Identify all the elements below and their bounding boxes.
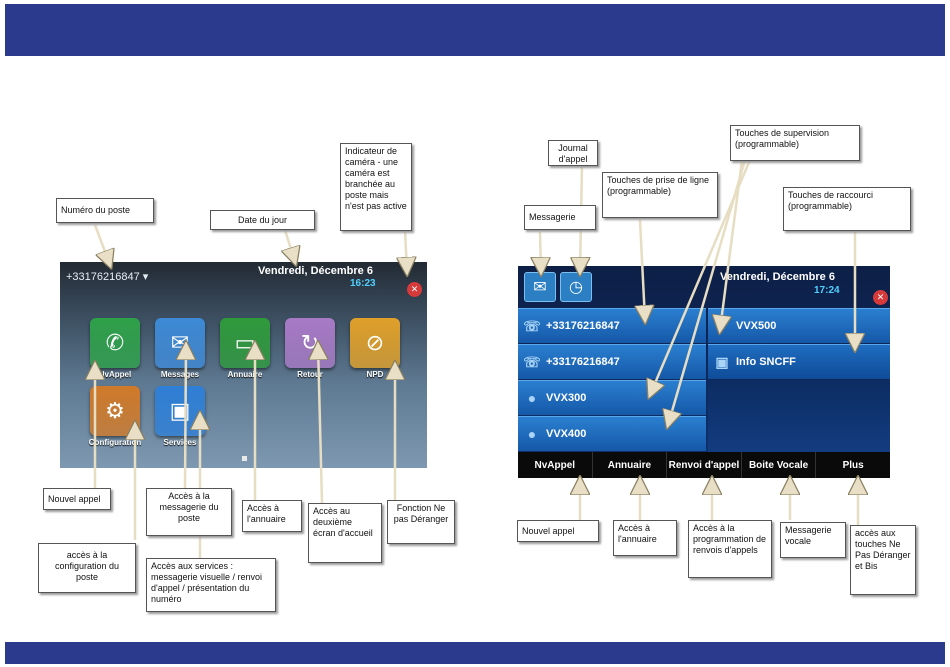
phone-handset-icon: ☏ xyxy=(523,353,541,370)
contact-card-icon: ▣ xyxy=(715,353,729,370)
user-icon: ● xyxy=(527,390,537,406)
callout-new-call: Nouvel appel xyxy=(517,520,599,542)
softkey-more[interactable]: Plus xyxy=(842,459,864,471)
line-key-1[interactable]: ☏+33176216847 xyxy=(518,308,706,343)
date-label: Vendredi, Décembre 6 xyxy=(720,271,835,283)
callout-dnd: Fonction Ne pas Déranger xyxy=(387,500,455,544)
user-icon: ● xyxy=(527,426,537,442)
callout-voicemail: Messagerie vocale xyxy=(780,522,846,558)
footer-band xyxy=(5,642,945,664)
line-key-2[interactable]: ☏+33176216847 xyxy=(518,344,706,379)
callout-forwarding: Accès à la programmation de renvois d'ap… xyxy=(688,520,772,578)
softkey-new-call[interactable]: NvAppel xyxy=(518,452,593,478)
callout-call-log: Journal d'appel xyxy=(548,140,598,166)
camera-off-icon: ✕ xyxy=(873,290,888,305)
callout-extension-number: Numéro du poste xyxy=(56,198,154,223)
header-band xyxy=(5,4,945,56)
empty-key-area xyxy=(708,380,890,452)
clock-icon: ◷ xyxy=(569,279,583,296)
app-label-messages: Messages xyxy=(160,370,200,379)
do-not-disturb-icon: ⊘ xyxy=(365,330,385,355)
softkey-directory[interactable]: Annuaire xyxy=(593,452,668,478)
callout-date: Date du jour xyxy=(210,210,315,230)
shortcut-key[interactable]: ▣Info SNCFF xyxy=(708,344,890,379)
time-label: 16:23 xyxy=(350,278,376,289)
phone-handset-icon: ☏ xyxy=(523,317,541,334)
callout-configuration: accès à la configuration du poste xyxy=(38,543,136,593)
extension-selector[interactable]: +33176216847 ▾ xyxy=(66,271,149,283)
app-label-nvappel: NvAppel xyxy=(98,370,132,379)
softkey-bar: NvAppel Annuaire Renvoi d'appel Boite Vo… xyxy=(518,452,890,478)
app-label-services: Services xyxy=(163,438,197,447)
callout-directory: Accès à l'annuaire xyxy=(613,520,677,556)
new-call-app[interactable]: ✆ xyxy=(90,318,140,368)
time-label: 17:24 xyxy=(814,285,840,296)
configuration-app[interactable]: ⚙ xyxy=(90,386,140,436)
callout-second-screen: Accès au deuxième écran d'accueil xyxy=(308,503,382,563)
app-label-annuaire: Annuaire xyxy=(227,370,263,379)
dnd-app[interactable]: ⊘ xyxy=(350,318,400,368)
callout-messaging: Accès à la messagerie du poste xyxy=(146,488,232,536)
callout-messaging: Messagerie xyxy=(524,205,596,230)
page-indicator[interactable] xyxy=(242,456,247,461)
callout-services: Accès aux services : messagerie visuelle… xyxy=(146,558,276,612)
camera-off-icon: ✕ xyxy=(407,282,422,297)
callout-shortcut-keys: Touches de raccourci (programmable) xyxy=(783,187,911,231)
callout-camera: Indicateur de caméra - une caméra est br… xyxy=(340,143,412,231)
callout-new-call: Nouvel appel xyxy=(43,488,111,510)
envelope-icon: ✉ xyxy=(533,279,547,296)
softkey-forward[interactable]: Renvoi d'appel xyxy=(667,452,742,478)
app-label-configuration: Configuration xyxy=(88,438,142,447)
app-label-npd: NPD xyxy=(366,370,384,379)
phone-icon: ✆ xyxy=(105,330,125,355)
softkey-voicemail[interactable]: Boite Vocale xyxy=(742,452,817,478)
callout-line-keys: Touches de prise de ligne (programmable) xyxy=(602,172,718,218)
app-label-retour: Retour xyxy=(297,370,323,379)
callout-dnd-redial: accès aux touches Ne Pas Déranger et Bis xyxy=(850,525,916,595)
gear-icon: ⚙ xyxy=(105,398,125,423)
callout-supervision: Touches de supervision (programmable) xyxy=(730,125,860,161)
callout-directory: Accès à l'annuaire xyxy=(242,500,302,532)
